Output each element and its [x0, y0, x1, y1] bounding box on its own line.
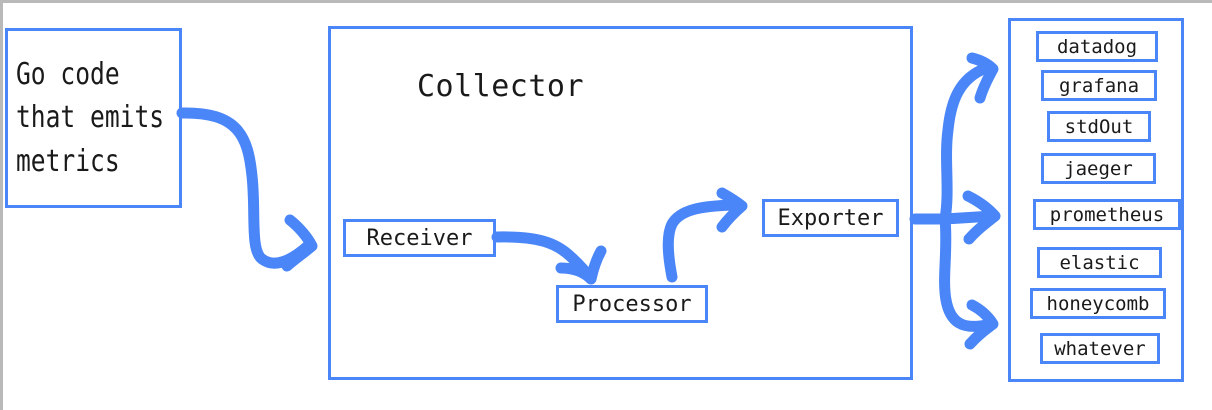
backend-item-honeycomb: honeycomb	[1030, 288, 1166, 319]
go-code-source-box: Go code that emits metrics	[5, 28, 182, 208]
source-line-3: metrics	[16, 143, 120, 179]
source-line-1: Go code	[16, 56, 120, 92]
arrow-source-to-receiver-head	[281, 214, 318, 272]
backend-item-elastic: elastic	[1037, 247, 1162, 278]
screenshot-frame-top	[0, 0, 1212, 3]
arrow-source-to-receiver	[176, 107, 315, 269]
processor-box: Processor	[556, 285, 708, 323]
backend-item-grafana: grafana	[1041, 70, 1157, 101]
backend-item-whatever: whatever	[1040, 333, 1160, 364]
backend-item-stdOut: stdOut	[1047, 111, 1151, 142]
arrow-fanout-down-head	[964, 299, 999, 350]
receiver-box: Receiver	[343, 219, 496, 257]
exporter-box: Exporter	[762, 199, 899, 237]
arrow-fanout-up	[939, 62, 992, 225]
backend-item-prometheus: prometheus	[1033, 199, 1181, 230]
screenshot-frame-left	[0, 0, 3, 410]
arrow-fanout-mid-head	[962, 190, 1001, 245]
arrow-fanout-mid	[939, 210, 999, 225]
backend-item-datadog: datadog	[1036, 31, 1158, 62]
arrow-fanout-up-head	[966, 52, 999, 104]
source-line-2: that emits	[16, 100, 165, 136]
backend-item-jaeger: jaeger	[1041, 153, 1156, 184]
arrow-fanout-down	[939, 213, 992, 332]
collector-title: Collector	[417, 69, 585, 104]
